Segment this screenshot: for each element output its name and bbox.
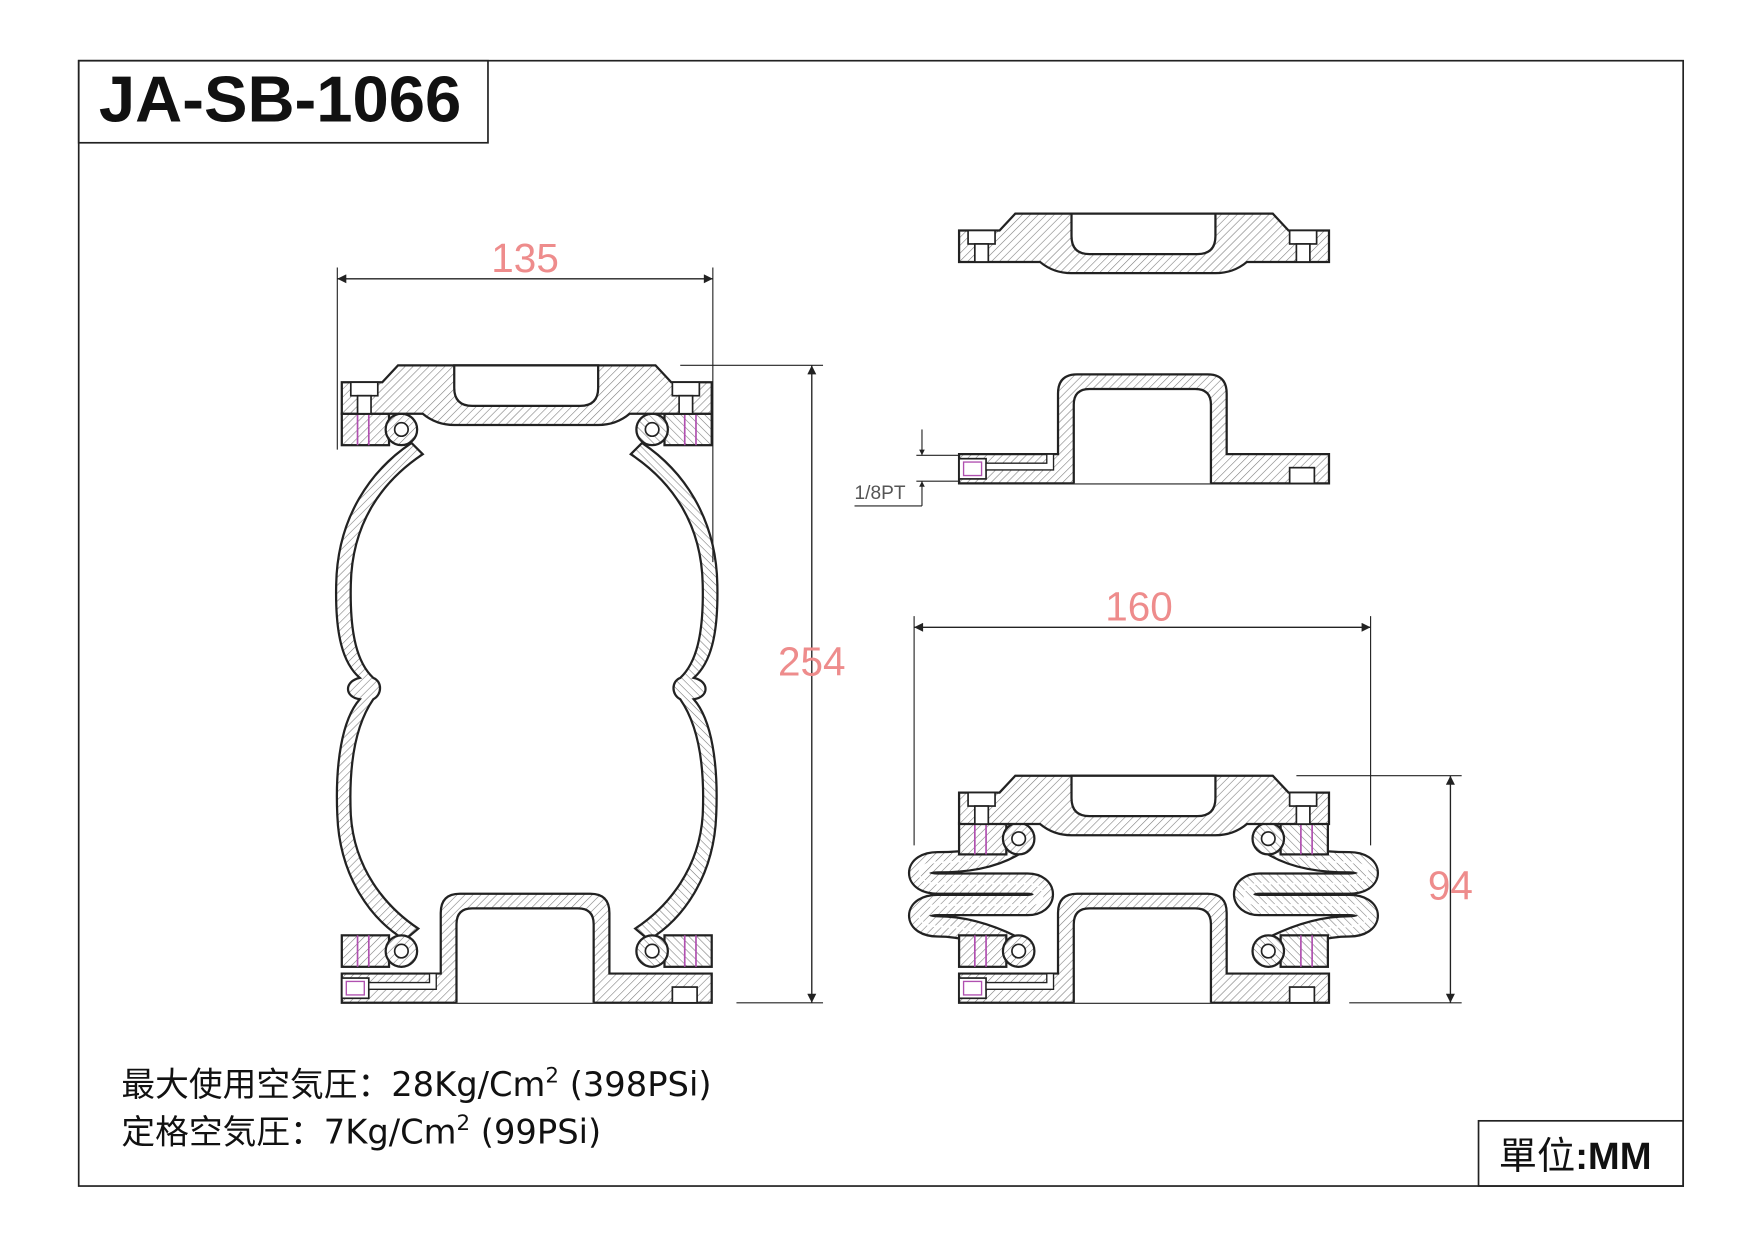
piston-detail-view: 1/8PT — [855, 373, 1331, 507]
compressed-view: 160 94 — [914, 584, 1473, 1004]
bottom-ring-left-compressed — [957, 934, 1036, 968]
spec-rated-pressure: 定格空気圧：7Kg/Cm2 (99PSi) — [121, 1111, 601, 1151]
drawing-border — [77, 59, 1685, 1187]
wall-right — [629, 441, 719, 941]
model-title: JA-SB-1066 — [99, 62, 461, 135]
wall-left — [334, 441, 424, 941]
unit-text: 單位:MM — [1499, 1135, 1652, 1179]
spec-rated-pressure-psi: (99PSi) — [470, 1112, 601, 1151]
bottom-ring-right — [635, 934, 713, 968]
dim-160-label: 160 — [1105, 584, 1173, 630]
port-thread-label: 1/8PT — [855, 483, 906, 504]
bottom-ring-right-compressed — [1251, 934, 1329, 968]
dim-254-label: 254 — [778, 639, 846, 685]
spec-rated-pressure-sup: 2 — [456, 1111, 470, 1136]
spec-max-pressure: 最大使用空気圧：28Kg/Cm2 (398PSi) — [121, 1064, 711, 1104]
folds-right — [1244, 845, 1368, 946]
dim-135-label: 135 — [491, 235, 559, 281]
spec-max-pressure-main: 最大使用空気圧：28Kg/Cm — [121, 1065, 545, 1104]
spec-max-pressure-psi: (398PSi) — [559, 1065, 712, 1104]
top-plate-detail — [957, 212, 1331, 275]
top-ring-right-compressed — [1251, 821, 1329, 856]
unit-box — [1477, 1119, 1685, 1187]
spec-max-pressure-sup: 2 — [545, 1064, 559, 1089]
top-ring-right — [635, 412, 713, 447]
top-ring-left — [340, 412, 419, 447]
spec-rated-pressure-main: 定格空気圧：7Kg/Cm — [121, 1112, 456, 1151]
folds-left — [919, 845, 1043, 946]
title-box — [77, 59, 489, 144]
extended-view: 135 254 — [334, 235, 846, 1004]
dim-94-label: 94 — [1428, 862, 1473, 908]
unit-value: :MM — [1575, 1135, 1651, 1178]
top-ring-left-compressed — [957, 821, 1036, 856]
unit-label: 單位 — [1499, 1135, 1575, 1179]
piston-detail — [957, 373, 1331, 485]
bottom-ring-left — [340, 934, 419, 968]
